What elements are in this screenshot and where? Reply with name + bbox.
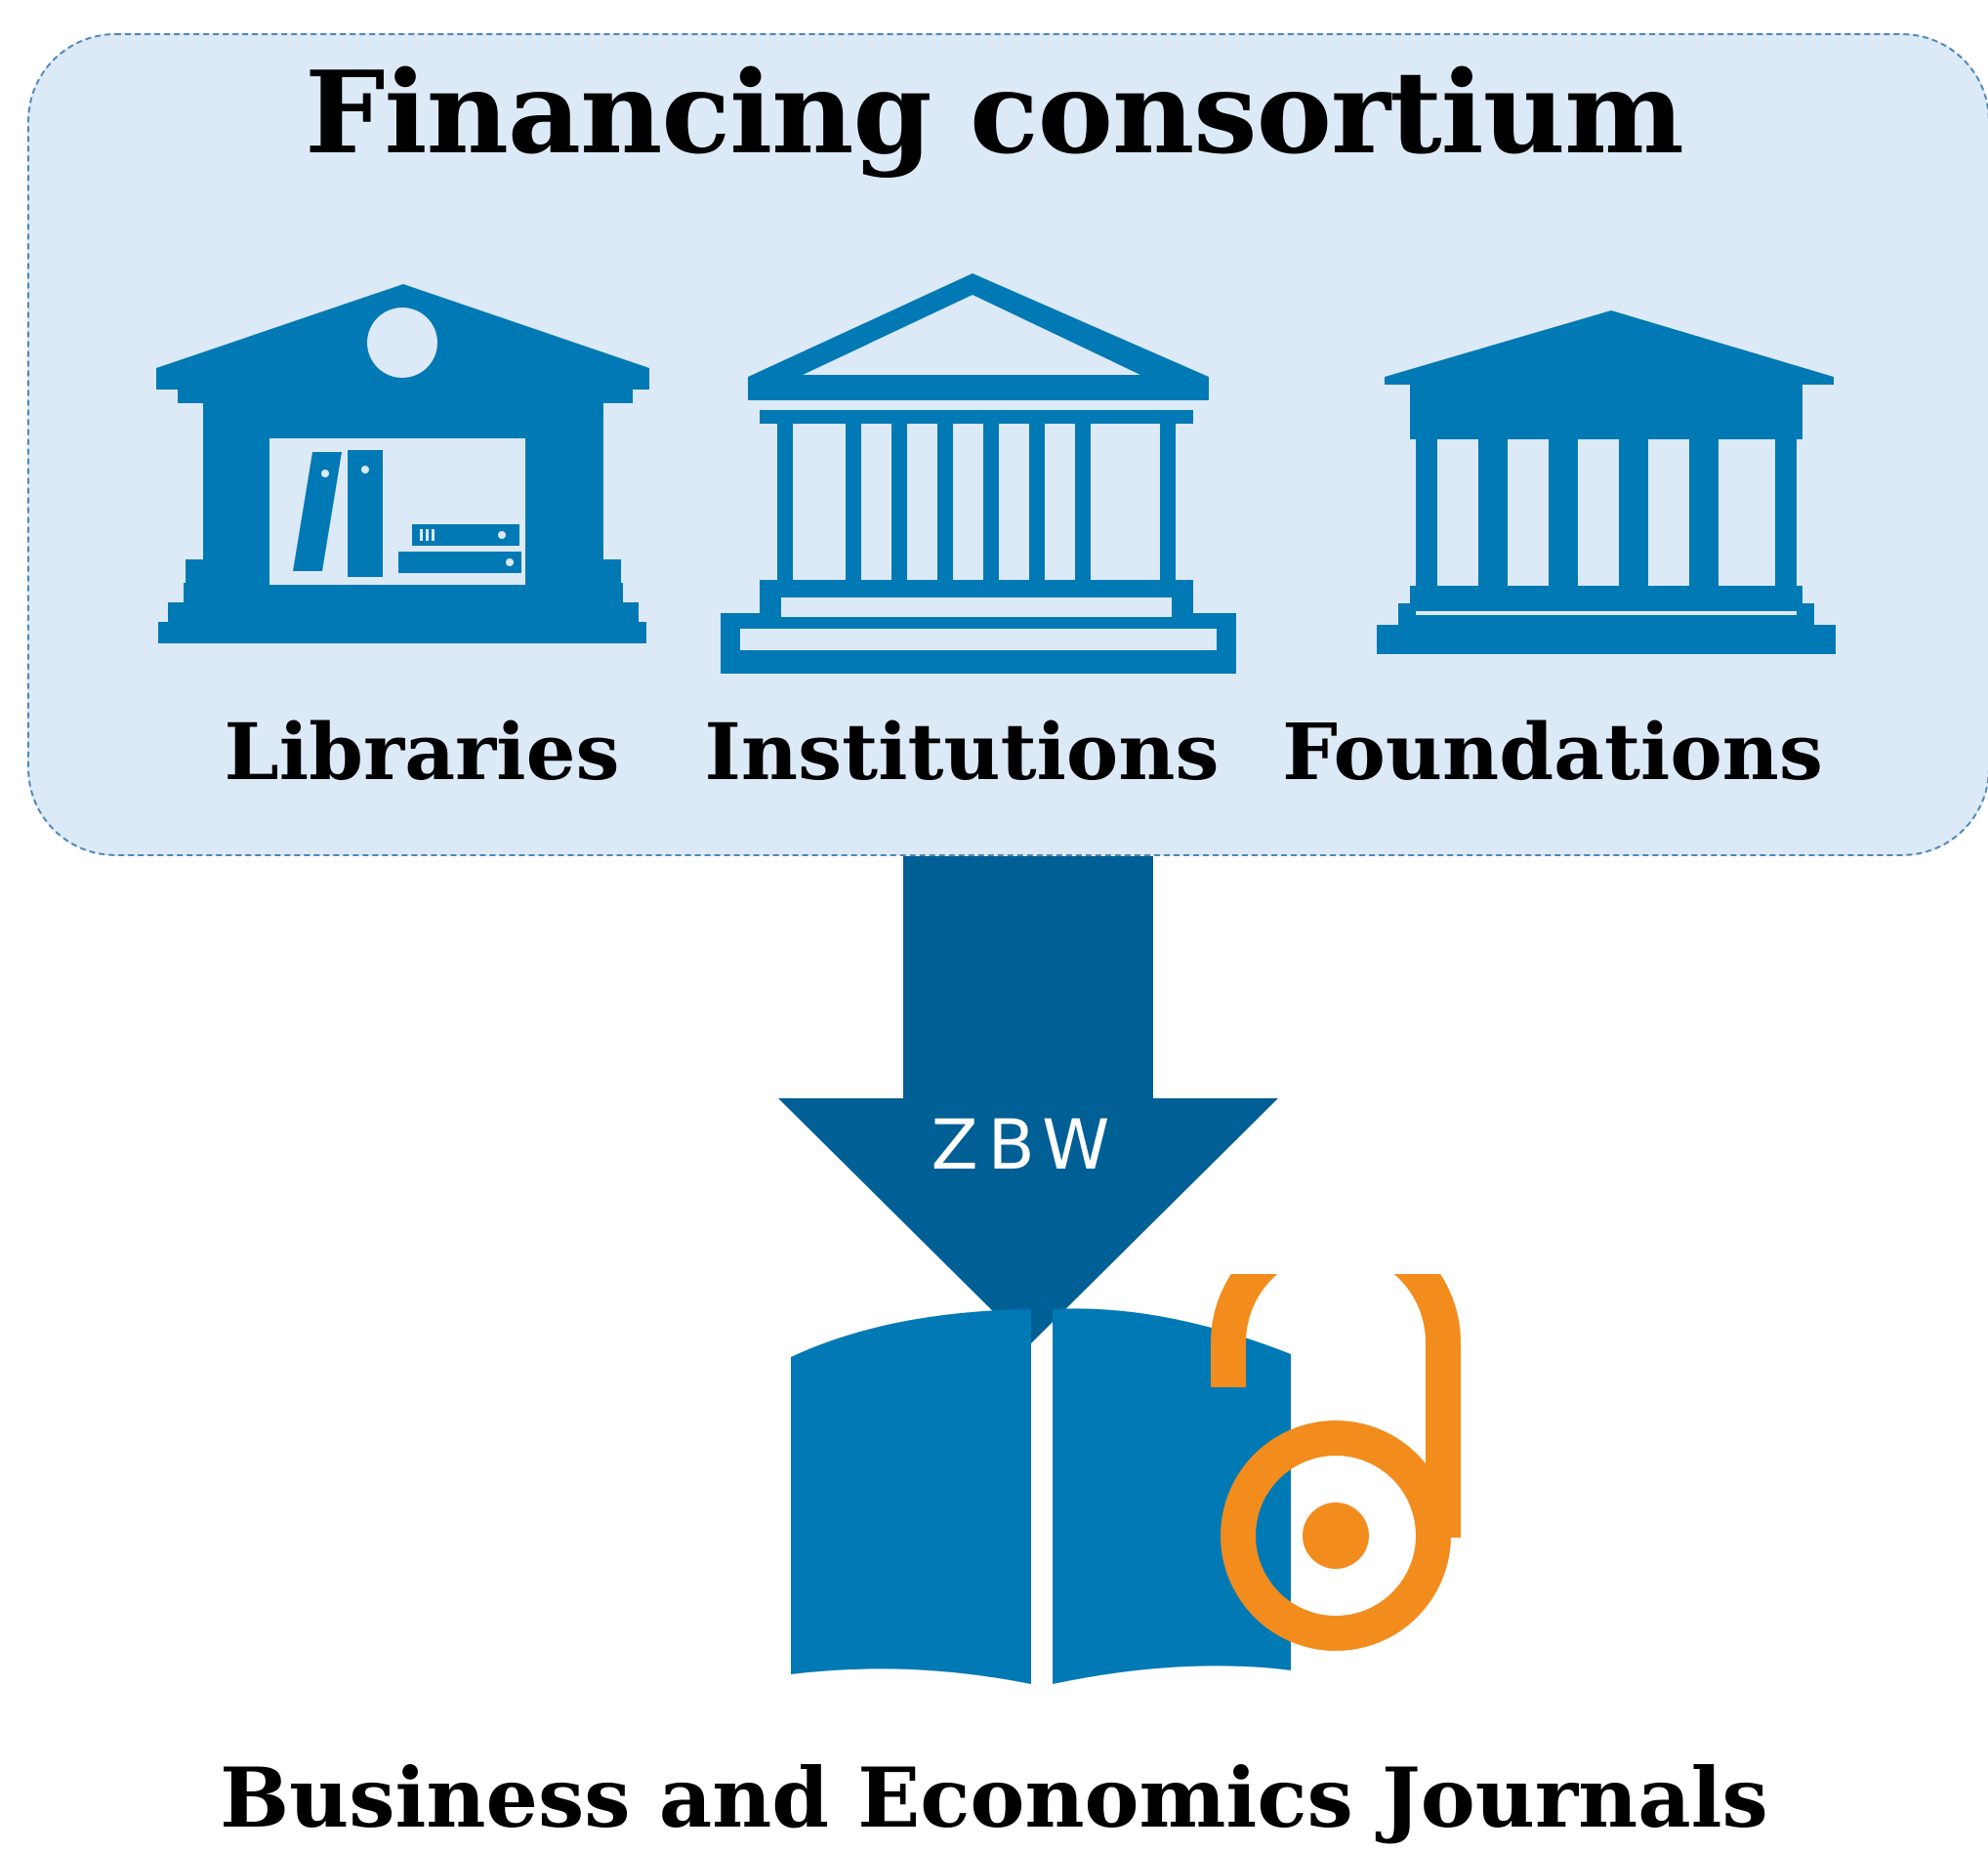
foundation-building-icon	[1377, 310, 1836, 654]
open-access-book-icon	[791, 1274, 1461, 1684]
zbw-logo-text: ZBW	[931, 1105, 1120, 1185]
library-building-icon	[156, 284, 649, 643]
member-label-institutions: Institutions	[704, 706, 1220, 798]
member-label-libraries: Libraries	[224, 706, 620, 798]
down-arrow	[778, 856, 1278, 1346]
member-label-foundations: Foundations	[1282, 706, 1823, 798]
journals-label: Business and Economics Journals	[220, 1749, 1768, 1846]
institution-building-icon	[721, 273, 1236, 674]
consortium-title: Financing consortium	[305, 47, 1684, 180]
